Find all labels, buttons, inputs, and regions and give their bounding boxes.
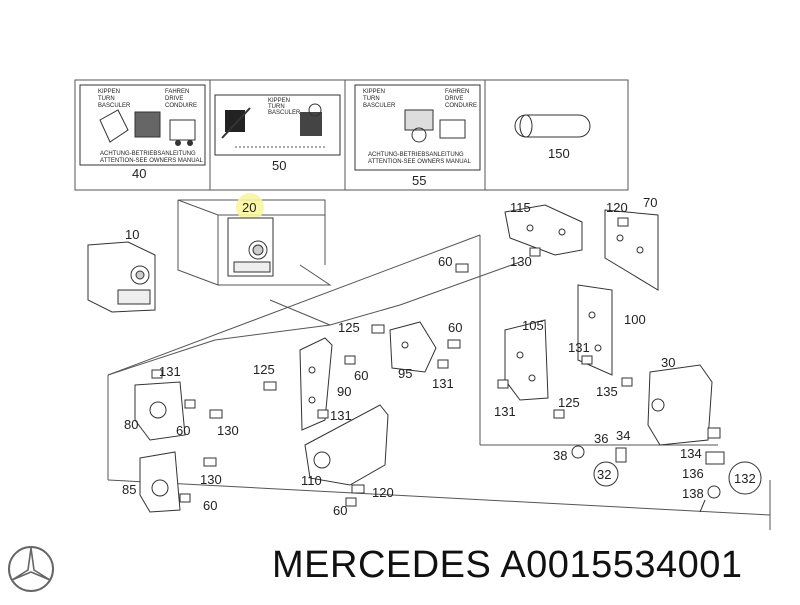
part-label-40: 40 xyxy=(132,166,146,181)
sticker-55-text-7: ATTENTION-SEE OWNERS MANUAL xyxy=(368,159,472,165)
leader-lines xyxy=(107,234,771,530)
sticker-55-text-5: CONDUIRE xyxy=(445,103,477,109)
callout-125-right: 125 xyxy=(558,395,580,410)
sticker-40: KIPPEN TURN BASCULER FAHREN DRIVE CONDUI… xyxy=(79,84,206,181)
callout-60-mid: 60 xyxy=(448,320,462,335)
callout-20: 20 xyxy=(242,200,256,215)
bracket-90 xyxy=(299,337,333,431)
sticker-50-text-0: KIPPEN xyxy=(268,98,290,104)
callout-125-mid: 125 xyxy=(338,320,360,335)
callout-120-top: 120 xyxy=(606,200,628,215)
callout-70: 70 xyxy=(643,195,657,210)
sticker-40-text-7: ATTENTION-SEE OWNERS MANUAL xyxy=(100,158,204,164)
sticker-40-text-4: DRIVE xyxy=(165,96,183,102)
callout-131-mid: 131 xyxy=(432,376,454,391)
sticker-40-text-2: BASCULER xyxy=(98,103,131,109)
callout-136: 136 xyxy=(682,466,704,481)
callout-90: 90 xyxy=(337,384,351,399)
part-150: 150 xyxy=(514,114,591,161)
sticker-40-text-6: ACHTUNG-BETRIEBSANLEITUNG xyxy=(100,151,196,157)
callout-130-left: 130 xyxy=(217,423,239,438)
fittings xyxy=(571,427,762,513)
bracket-115 xyxy=(504,204,583,256)
highlight-marker xyxy=(236,193,264,221)
part-20-pump xyxy=(227,217,274,277)
callout-125-left: 125 xyxy=(253,362,275,377)
callout-labels: 10 20 115 120 70 130 60 105 100 125 60 1… xyxy=(122,195,756,518)
bracket-85 xyxy=(139,451,181,513)
callout-110: 110 xyxy=(301,473,322,488)
bolts xyxy=(151,217,633,507)
sticker-55: KIPPEN TURN BASCULER FAHREN DRIVE CONDUI… xyxy=(354,84,481,188)
sticker-50-text-2: BASCULER xyxy=(268,110,301,116)
callout-138: 138 xyxy=(682,486,704,501)
callout-131-right: 131 xyxy=(568,340,590,355)
callout-131-bottom: 131 xyxy=(494,404,516,419)
callout-34: 34 xyxy=(616,428,630,443)
bracket-110 xyxy=(304,404,389,486)
pump-box xyxy=(177,199,332,286)
bracket-105 xyxy=(504,319,549,401)
sticker-55-text-1: TURN xyxy=(363,96,380,102)
callout-135: 135 xyxy=(596,384,618,399)
sticker-40-text-1: TURN xyxy=(98,96,115,102)
callout-60-bottom: 60 xyxy=(333,503,347,518)
bracket-95 xyxy=(389,321,437,373)
bracket-80 xyxy=(134,381,186,441)
part-label-50: 50 xyxy=(272,158,286,173)
callout-131-center: 131 xyxy=(330,408,352,423)
part-label-55: 55 xyxy=(412,173,426,188)
callout-32: 32 xyxy=(597,467,611,482)
callout-60-mid2: 60 xyxy=(354,368,368,383)
footer-part-number: MERCEDES A0015534001 xyxy=(272,544,743,586)
sticker-50: KIPPEN TURN BASCULER 50 xyxy=(214,94,341,173)
callout-100: 100 xyxy=(624,312,646,327)
callout-134: 134 xyxy=(680,446,702,461)
callout-130-top: 130 xyxy=(510,254,532,269)
callout-36: 36 xyxy=(594,431,608,446)
callout-85: 85 xyxy=(122,482,136,497)
labels-frame xyxy=(74,79,629,191)
sticker-55-text-6: ACHTUNG-BETRIEBSANLEITUNG xyxy=(368,152,464,158)
callout-60-bottom-left: 60 xyxy=(203,498,217,513)
sticker-55-text-4: DRIVE xyxy=(445,96,463,102)
part-10-pump xyxy=(87,241,156,313)
bracket-70 xyxy=(604,209,659,291)
sticker-55-text-2: BASCULER xyxy=(363,103,396,109)
sticker-40-text-0: KIPPEN xyxy=(98,89,120,95)
part-label-150: 150 xyxy=(548,146,570,161)
callout-38: 38 xyxy=(553,448,567,463)
bracket-100 xyxy=(577,284,613,376)
callout-120-bottom: 120 xyxy=(372,485,394,500)
callout-30: 30 xyxy=(661,355,675,370)
sticker-40-text-3: FAHREN xyxy=(165,89,189,95)
callout-10: 10 xyxy=(125,227,139,242)
callout-95: 95 xyxy=(398,366,412,381)
mercedes-star-icon xyxy=(8,546,54,592)
callout-80: 80 xyxy=(124,417,138,432)
part-30-valve xyxy=(647,364,713,446)
callout-60-left: 60 xyxy=(176,423,190,438)
callout-132: 132 xyxy=(734,471,756,486)
callout-131-left: 131 xyxy=(159,364,181,379)
callout-130-bottom: 130 xyxy=(200,472,222,487)
sticker-40-text-5: CONDUIRE xyxy=(165,103,197,109)
callout-60-top: 60 xyxy=(438,254,452,269)
callout-105: 105 xyxy=(522,318,544,333)
sticker-50-text-1: TURN xyxy=(268,104,285,110)
sticker-55-text-3: FAHREN xyxy=(445,89,469,95)
sticker-55-text-0: KIPPEN xyxy=(363,89,385,95)
callout-115: 115 xyxy=(510,200,531,215)
